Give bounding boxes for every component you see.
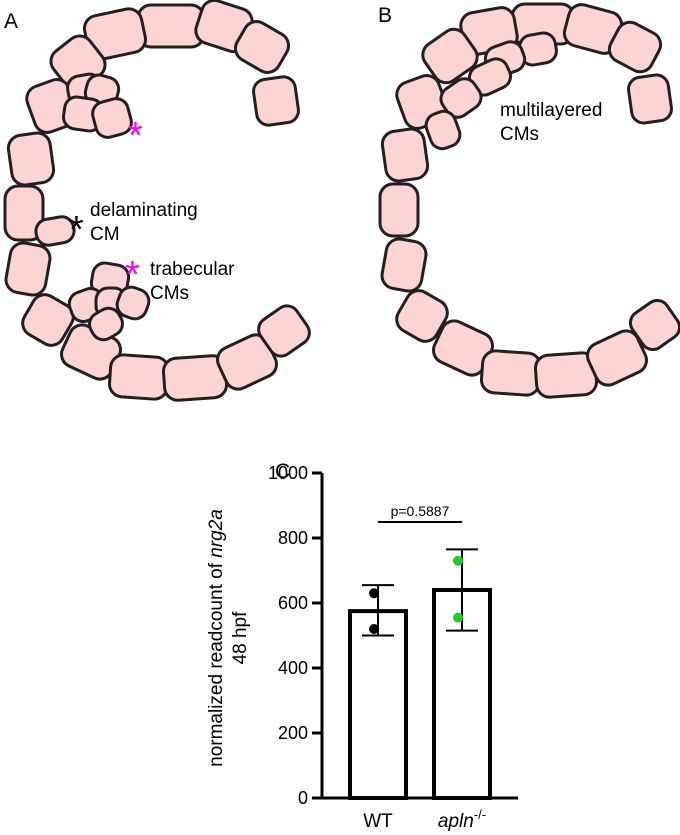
y-axis-label-line1: normalized readcount of nrg2a — [206, 509, 227, 767]
cm-cell — [395, 289, 449, 343]
label-delaminating-cm: CM — [90, 224, 120, 245]
cm-cell — [479, 349, 543, 397]
trabecular-cluster-bottom — [67, 261, 151, 342]
panel-b-inner-layer — [424, 31, 558, 151]
cm-cell — [586, 329, 648, 387]
panel-b-letter: B — [378, 4, 392, 27]
cm-cell — [136, 3, 206, 49]
y-tick-label: 200 — [278, 723, 308, 743]
label-multilayered: multilayered — [500, 100, 602, 121]
data-point — [369, 588, 379, 599]
cm-cell — [380, 237, 428, 293]
delaminating-asterisk: * — [69, 209, 84, 251]
trabecular-cluster-top — [62, 72, 133, 139]
y-axis-label-line2: 48 hpf — [230, 611, 251, 665]
label-multilayered-cms: CMs — [500, 124, 539, 145]
y-tick-label: 400 — [278, 658, 308, 678]
cm-cell — [380, 127, 430, 183]
cm-cell — [257, 304, 311, 358]
y-ticks: 0 200 400 600 800 1000 — [268, 463, 322, 808]
panel-a: A — [3, 0, 311, 402]
data-point — [453, 612, 463, 623]
cm-cell — [4, 241, 52, 297]
panel-b: B multilayered CMs — [378, 2, 680, 399]
cm-cell — [3, 184, 45, 242]
y-tick-label: 600 — [278, 593, 308, 613]
label-trabecular-cms: CMs — [150, 283, 189, 304]
data-point — [453, 555, 463, 566]
y-axis-label-gene: nrg2a — [206, 509, 227, 558]
panel-a-heart-ring — [3, 0, 311, 402]
trabecular-cell — [88, 306, 124, 342]
panel-c-letter: C — [275, 460, 290, 483]
y-tick-label: 800 — [278, 528, 308, 548]
cm-cell — [21, 293, 75, 347]
x-tick-label: apln-/- — [438, 807, 486, 832]
cm-cell — [107, 353, 171, 401]
cm-cell — [628, 298, 680, 352]
data-point — [369, 624, 379, 634]
trabecular-asterisk-bottom: * — [125, 254, 140, 296]
cm-cell — [252, 75, 300, 127]
cm-cell — [627, 73, 673, 125]
inner-cm-cell — [424, 109, 462, 151]
y-tick-label: 1000 — [268, 463, 308, 483]
panel-b-outer-ring — [378, 2, 680, 399]
y-tick-label: 0 — [298, 788, 308, 808]
trabecular-cell — [91, 97, 133, 139]
cm-cell — [378, 182, 420, 238]
inner-cm-cell — [439, 77, 483, 119]
label-trabecular: trabecular — [150, 259, 235, 280]
y-axis-label-text: normalized readcount of — [206, 558, 227, 767]
x-tick-label: WT — [363, 811, 393, 832]
trabecular-cell — [115, 285, 151, 321]
panel-c: C normalized readcount of nrg2a 48 hpf 0… — [206, 460, 518, 832]
bars — [348, 548, 492, 800]
trabecular-asterisk-top: * — [128, 115, 143, 157]
label-delaminating: delaminating — [90, 200, 198, 221]
cm-cell — [6, 131, 56, 187]
cm-cell — [607, 20, 663, 74]
delaminating-cell — [34, 215, 76, 247]
cm-cell — [233, 20, 291, 74]
bar — [348, 609, 408, 800]
x-tick-labels: WT apln-/- — [363, 807, 486, 832]
panel-a-letter: A — [4, 10, 18, 33]
significance-annotation: p=0.5887 — [378, 503, 462, 523]
p-value-label: p=0.5887 — [391, 503, 450, 519]
cm-cell — [421, 27, 479, 85]
